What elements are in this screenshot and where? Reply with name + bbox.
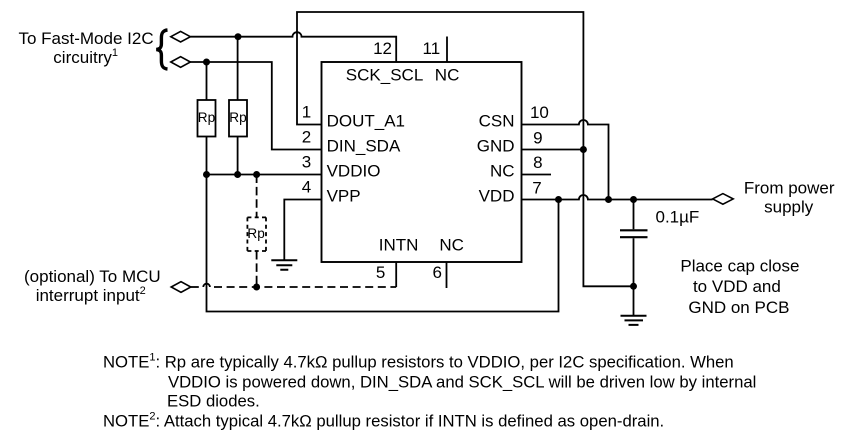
svg-text:to VDD and: to VDD and <box>693 277 781 296</box>
svg-text:8: 8 <box>533 153 542 172</box>
svg-text:INTN: INTN <box>379 235 419 254</box>
svg-text:NC: NC <box>439 235 464 254</box>
svg-text:From power: From power <box>744 179 835 198</box>
svg-text:4: 4 <box>302 178 311 197</box>
svg-text:5: 5 <box>376 263 385 282</box>
svg-text:Rp: Rp <box>229 110 246 125</box>
svg-text:DOUT_A1: DOUT_A1 <box>327 111 405 130</box>
svg-text:NOTE1: Rp are typically 4.7kΩ: NOTE1: Rp are typically 4.7kΩ pullup res… <box>103 352 734 372</box>
svg-text:(optional) To MCU: (optional) To MCU <box>24 267 161 286</box>
svg-text:3: 3 <box>302 153 311 172</box>
svg-text:11: 11 <box>423 39 441 58</box>
svg-text:DIN_SDA: DIN_SDA <box>327 136 401 155</box>
svg-text:supply: supply <box>764 198 814 217</box>
svg-text:circuitry1: circuitry1 <box>53 47 118 67</box>
svg-text:Rp: Rp <box>198 110 215 125</box>
svg-text:interrupt input2: interrupt input2 <box>36 285 146 305</box>
svg-text:SCK_SCL: SCK_SCL <box>346 66 423 85</box>
svg-text:9: 9 <box>533 128 542 147</box>
svg-text:2: 2 <box>302 128 311 147</box>
svg-text:Place cap close: Place cap close <box>680 257 799 276</box>
svg-text:ESD diodes.: ESD diodes. <box>167 392 260 411</box>
svg-text:To Fast-Mode I2C: To Fast-Mode I2C <box>19 29 154 48</box>
svg-text:NC: NC <box>490 162 515 181</box>
svg-text:Rp: Rp <box>247 226 264 241</box>
svg-text:VDDIO: VDDIO <box>327 161 381 180</box>
svg-text:7: 7 <box>532 178 541 197</box>
svg-text:6: 6 <box>432 263 441 282</box>
svg-text:NC: NC <box>435 66 460 85</box>
svg-text:VPP: VPP <box>327 186 361 205</box>
svg-text:GND: GND <box>477 137 515 156</box>
svg-text:0.1µF: 0.1µF <box>656 207 700 226</box>
svg-text:NOTE2: Attach typical 4.7kΩ pu: NOTE2: Attach typical 4.7kΩ pullup resis… <box>103 410 664 430</box>
svg-text:VDDIO is powered down, DIN_SDA: VDDIO is powered down, DIN_SDA and SCK_S… <box>168 373 756 392</box>
svg-text:1: 1 <box>302 103 311 122</box>
svg-text:CSN: CSN <box>479 112 515 131</box>
svg-text:VDD: VDD <box>479 187 515 206</box>
svg-text:10: 10 <box>530 103 549 122</box>
svg-text:12: 12 <box>373 39 392 58</box>
svg-text:GND on PCB: GND on PCB <box>688 298 789 317</box>
